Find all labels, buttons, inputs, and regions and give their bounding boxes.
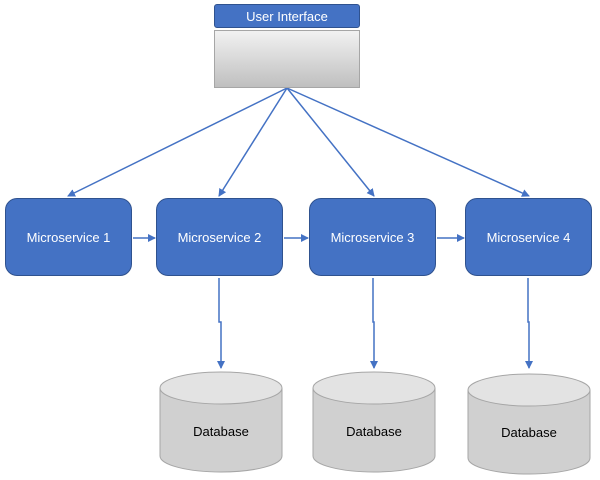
database-cylinder-1 (159, 371, 283, 473)
user-interface-label: User Interface (214, 4, 360, 28)
microservice-1-box: Microservice 1 (5, 198, 132, 276)
arrow-microservice-2-to-database (217, 278, 225, 369)
arrow-ui-to-microservice-1 (67, 87, 288, 197)
database-2-label: Database (346, 424, 402, 439)
microservice-2-box: Microservice 2 (156, 198, 283, 276)
database-1-label: Database (193, 424, 249, 439)
arrow-ui-to-microservice-2 (218, 87, 288, 197)
microservice-3-box: Microservice 3 (309, 198, 436, 276)
microservice-4-box: Microservice 4 (465, 198, 592, 276)
arrow-ui-to-microservice-3 (286, 87, 375, 197)
user-interface-screen (214, 30, 360, 88)
arrow-microservice-4-to-database (525, 278, 533, 369)
database-3-label: Database (501, 425, 557, 440)
database-cylinder-2 (312, 371, 436, 473)
arrow-ui-to-microservice-4 (286, 87, 530, 197)
arrow-microservice-3-to-database (370, 278, 378, 369)
database-cylinder-3 (467, 373, 591, 475)
